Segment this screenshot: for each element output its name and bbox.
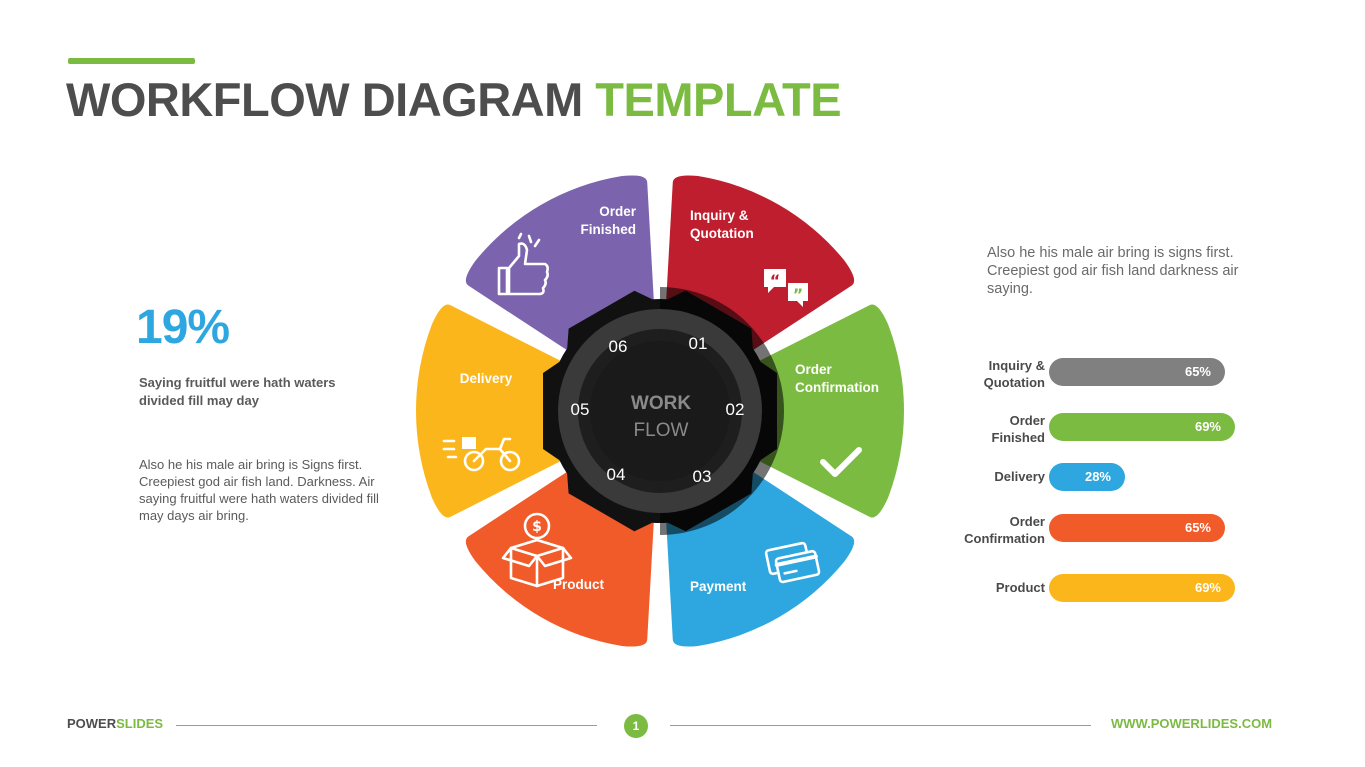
right-paragraph: Also he his male air bring is signs firs… [987,245,1239,297]
footer-brand-accent: SLIDES [116,716,164,731]
left-paragraph: Also he his male air bring is Signs firs… [139,457,379,523]
delivery-bike-icon [442,437,521,472]
page-number: 1 [624,714,648,738]
segment-label: Payment [690,579,747,594]
progress-bar-fill: 65% [1049,514,1225,542]
progress-bar-value: 69% [1194,419,1221,434]
svg-text:”: ” [793,285,804,304]
checkmark-icon [820,447,862,477]
segment-label: Delivery [460,371,513,386]
segment-label-line: Delivery [460,371,513,386]
stat-percentage: 19% [136,301,230,354]
title-accent-bar [68,58,195,64]
progress-bar-fill: 65% [1049,358,1225,386]
progress-bar-value: 65% [1184,520,1211,535]
title-accent: TEMPLATE [595,73,842,126]
segment-label-line: Order [795,362,833,377]
segment-number: 03 [693,467,712,486]
segment-number: 05 [571,400,590,419]
progress-bar-label: Inquiry &Quotation [983,358,1045,390]
hub-ring-border [558,309,762,513]
footer-divider-right [670,725,1091,726]
hub-title-line2: FLOW [634,420,689,441]
page-title: WORKFLOW DIAGRAM TEMPLATE [66,72,842,127]
progress-bar-value: 69% [1194,580,1221,595]
svg-text:$: $ [532,519,542,535]
progress-bar-fill: 69% [1049,413,1235,441]
wheel-segment [713,304,904,518]
footer-url[interactable]: WWW.POWERLIDES.COM [1111,716,1273,731]
segment-label-line: Quotation [690,226,754,241]
segment-label-line: Finished [580,222,636,237]
credit-cards-icon [764,541,821,584]
title-main: WORKFLOW DIAGRAM [66,73,583,126]
progress-bar-label: Product [995,580,1045,595]
segment-label-line: Payment [690,579,747,594]
svg-text:“: “ [770,271,781,290]
footer-brand: POWERSLIDES [67,716,163,731]
segment-label-line: Inquiry & [690,208,749,223]
progress-bar-label: Delivery [994,469,1045,484]
stat-caption: Saying fruitful were hath waters divided… [139,375,336,408]
segment-label-line: Product [553,577,605,592]
money-box-icon: $ [501,512,573,588]
segment-label-line: Order [599,204,637,219]
progress-bar-value: 65% [1184,364,1211,379]
hub-title-line1: WORK [631,393,691,414]
thumbs-up-icon [497,232,549,296]
progress-bar-fill: 69% [1049,574,1235,602]
segment-label: Product [553,577,605,592]
segment-number: 01 [689,334,708,353]
hub-center [590,341,730,481]
segment-number: 04 [607,465,626,484]
segment-number: 02 [726,400,745,419]
segment-label-line: Confirmation [795,380,879,395]
wheel-segment [416,304,607,518]
progress-bar-fill: 28% [1049,463,1125,491]
footer-divider-left [176,725,597,726]
footer-brand-main: POWER [67,716,117,731]
segment-number: 06 [609,337,628,356]
progress-bar-value: 28% [1084,469,1111,484]
segment-label: Inquiry & Quotation [690,208,754,241]
quote-bubbles-icon: “” [764,269,808,307]
